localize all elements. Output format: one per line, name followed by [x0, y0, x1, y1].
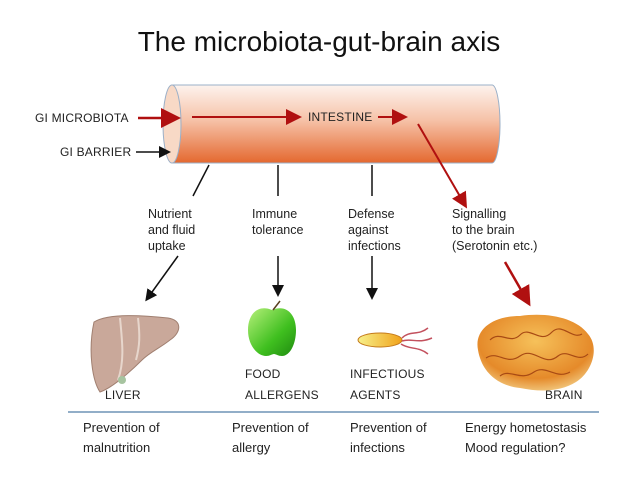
outcome-malnutrition: Prevention of malnutrition: [83, 418, 160, 458]
liver-arrow: [145, 255, 179, 302]
function-line: infections: [348, 239, 401, 253]
function-line: Nutrient: [148, 207, 192, 221]
outcome-line: malnutrition: [83, 440, 151, 455]
function-line: Defense: [348, 207, 395, 221]
signal-arrow-brain: [503, 261, 531, 307]
apple-icon: [248, 300, 296, 356]
outcome-line: Prevention of: [83, 420, 160, 435]
gi-microbiota-label: GI MICROBIOTA: [35, 111, 129, 125]
outcome-line: infections: [350, 440, 405, 455]
function-line: and fluid: [148, 223, 196, 237]
slide-title: The microbiota-gut-brain axis: [137, 26, 501, 57]
bacterium-icon: [357, 327, 433, 355]
function-immune: Immune tolerance: [252, 206, 303, 238]
brain-icon: [477, 314, 594, 391]
function-line: tolerance: [252, 223, 304, 237]
function-defense: Defense against infections: [348, 206, 401, 254]
target-brain: BRAIN: [545, 388, 583, 402]
outcome-infections: Prevention of infections: [350, 418, 427, 458]
function-signalling: Signalling to the brain (Serotonin etc.): [452, 206, 537, 254]
outcome-line: Mood regulation?: [465, 440, 566, 455]
outcome-line: Energy hometostasis: [465, 420, 587, 435]
outcome-line: allergy: [232, 440, 271, 455]
connector-line: [192, 164, 210, 197]
target-liver: LIVER: [105, 388, 141, 402]
liver-icon: [90, 315, 180, 393]
outcome-allergy: Prevention of allergy: [232, 418, 309, 458]
outcome-line: Prevention of: [232, 420, 309, 435]
outcome-energy-mood: Energy hometostasis Mood regulation?: [465, 418, 586, 458]
function-line: (Serotonin etc.): [452, 239, 538, 253]
function-line: to the brain: [452, 223, 515, 237]
outcome-line: Prevention of: [350, 420, 427, 435]
target-infectious-agents: INFECTIOUS AGENTS: [350, 364, 425, 406]
target-line: ALLERGENS: [245, 388, 319, 402]
function-nutrient: Nutrient and fluid uptake: [148, 206, 195, 254]
function-line: uptake: [148, 239, 186, 253]
gi-barrier-label: GI BARRIER: [60, 145, 132, 159]
intestine-label: INTESTINE: [308, 110, 373, 124]
target-line: INFECTIOUS: [350, 367, 425, 381]
target-line: AGENTS: [350, 388, 401, 402]
function-line: Signalling: [452, 207, 507, 221]
intestine-tube: [162, 84, 501, 164]
signal-line: [417, 123, 468, 209]
function-line: against: [348, 223, 389, 237]
function-line: Immune: [252, 207, 298, 221]
target-line: FOOD: [245, 367, 281, 381]
target-food-allergens: FOOD ALLERGENS: [245, 364, 319, 406]
